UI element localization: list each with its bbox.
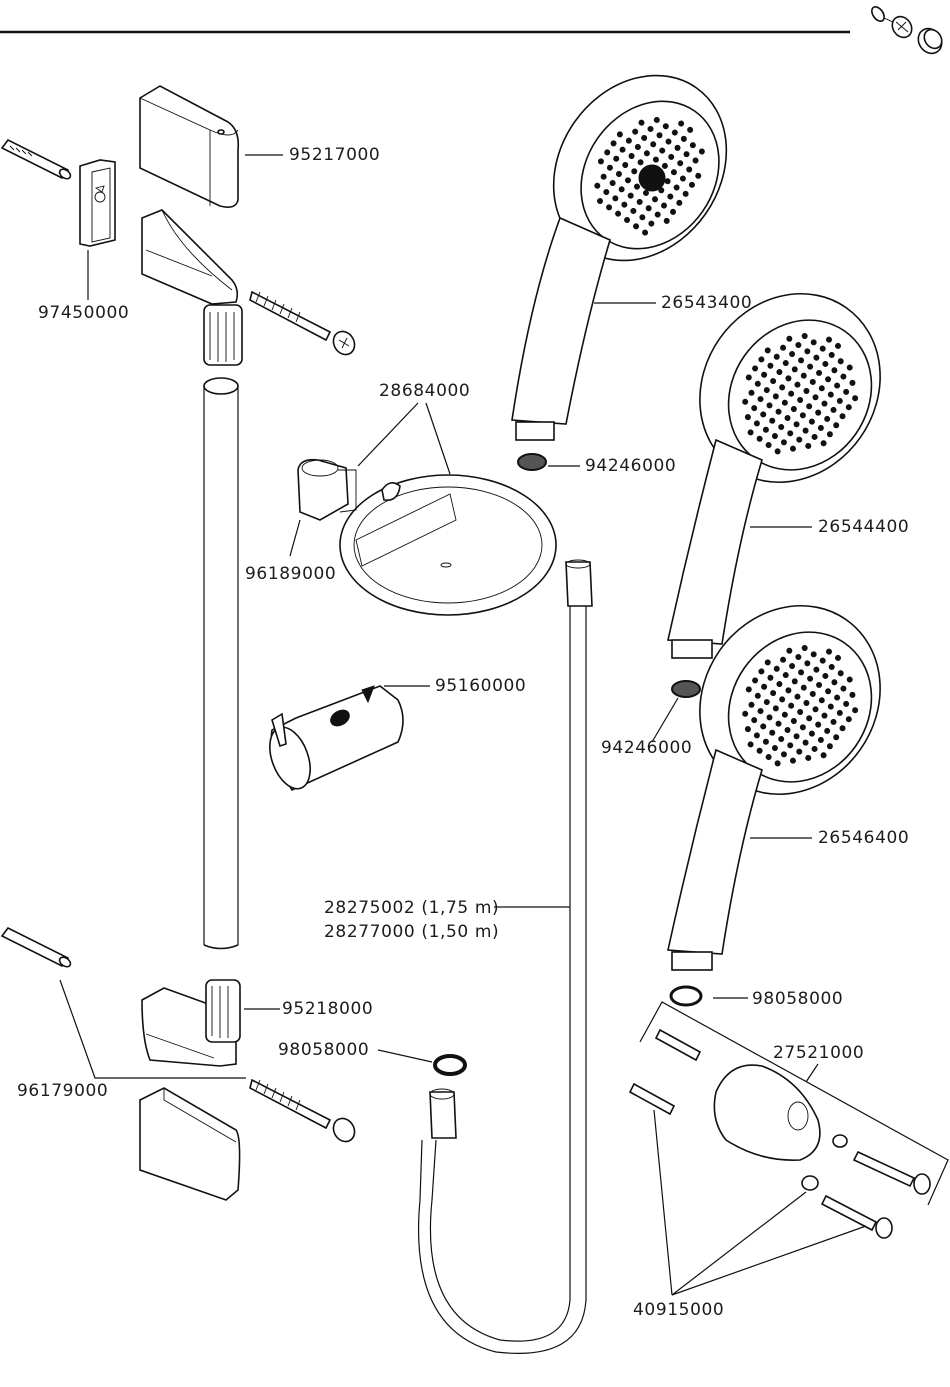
part-label-94246000-a: 94246000 — [585, 456, 676, 476]
screw-part-lower — [250, 1080, 359, 1145]
slide-bar-part — [204, 378, 238, 949]
part-label-27521000: 27521000 — [773, 1043, 864, 1063]
aerator-assembly-icon — [869, 5, 946, 58]
hose-washer-part — [435, 1056, 465, 1074]
leader-28684000-a — [358, 403, 418, 466]
leader-96189000 — [290, 520, 300, 556]
shower-holder-slider-part — [262, 686, 403, 794]
part-label-98058000-b: 98058000 — [752, 989, 843, 1009]
soap-dish-part — [340, 475, 556, 615]
screw-part-upper — [250, 292, 359, 358]
leader-27521000 — [806, 1064, 818, 1082]
part-label-96179000: 96179000 — [17, 1081, 108, 1101]
upper-bracket-part — [142, 210, 242, 365]
part-label-94246000-b: 94246000 — [601, 738, 692, 758]
part-label-28275002: 28275002 (1,75 m) — [324, 898, 499, 918]
lower-cover-part — [140, 1088, 240, 1200]
filter-sieve-part-1 — [518, 454, 546, 470]
part-label-28684000: 28684000 — [379, 381, 470, 401]
filter-sieve-part-2 — [672, 681, 700, 697]
part-label-95160000: 95160000 — [435, 676, 526, 696]
part-label-40915000: 40915000 — [633, 1300, 724, 1320]
wall-plate-part — [80, 160, 115, 246]
part-label-98058000-a: 98058000 — [278, 1040, 369, 1060]
wall-plug-part-lower — [2, 928, 72, 969]
leader-98058000-a — [378, 1050, 432, 1062]
part-label-26544400: 26544400 — [818, 517, 909, 537]
hand-shower-part-2 — [663, 258, 916, 658]
upper-cover-cap-part — [140, 86, 238, 207]
part-label-97450000: 97450000 — [38, 303, 129, 323]
part-label-95217000: 95217000 — [289, 145, 380, 165]
soap-dish-clip-part — [298, 460, 356, 520]
part-label-96189000: 96189000 — [245, 564, 336, 584]
part-label-28277000: 28277000 (1,50 m) — [324, 922, 499, 942]
part-label-26543400: 26543400 — [661, 293, 752, 313]
leader-94246000-b — [652, 698, 678, 742]
wall-plug-part-top — [2, 140, 72, 181]
leader-28684000-b — [426, 403, 450, 474]
lower-bracket-part — [142, 980, 240, 1066]
part-label-95218000: 95218000 — [282, 999, 373, 1019]
washer-part — [671, 987, 701, 1005]
part-label-26546400: 26546400 — [818, 828, 909, 848]
